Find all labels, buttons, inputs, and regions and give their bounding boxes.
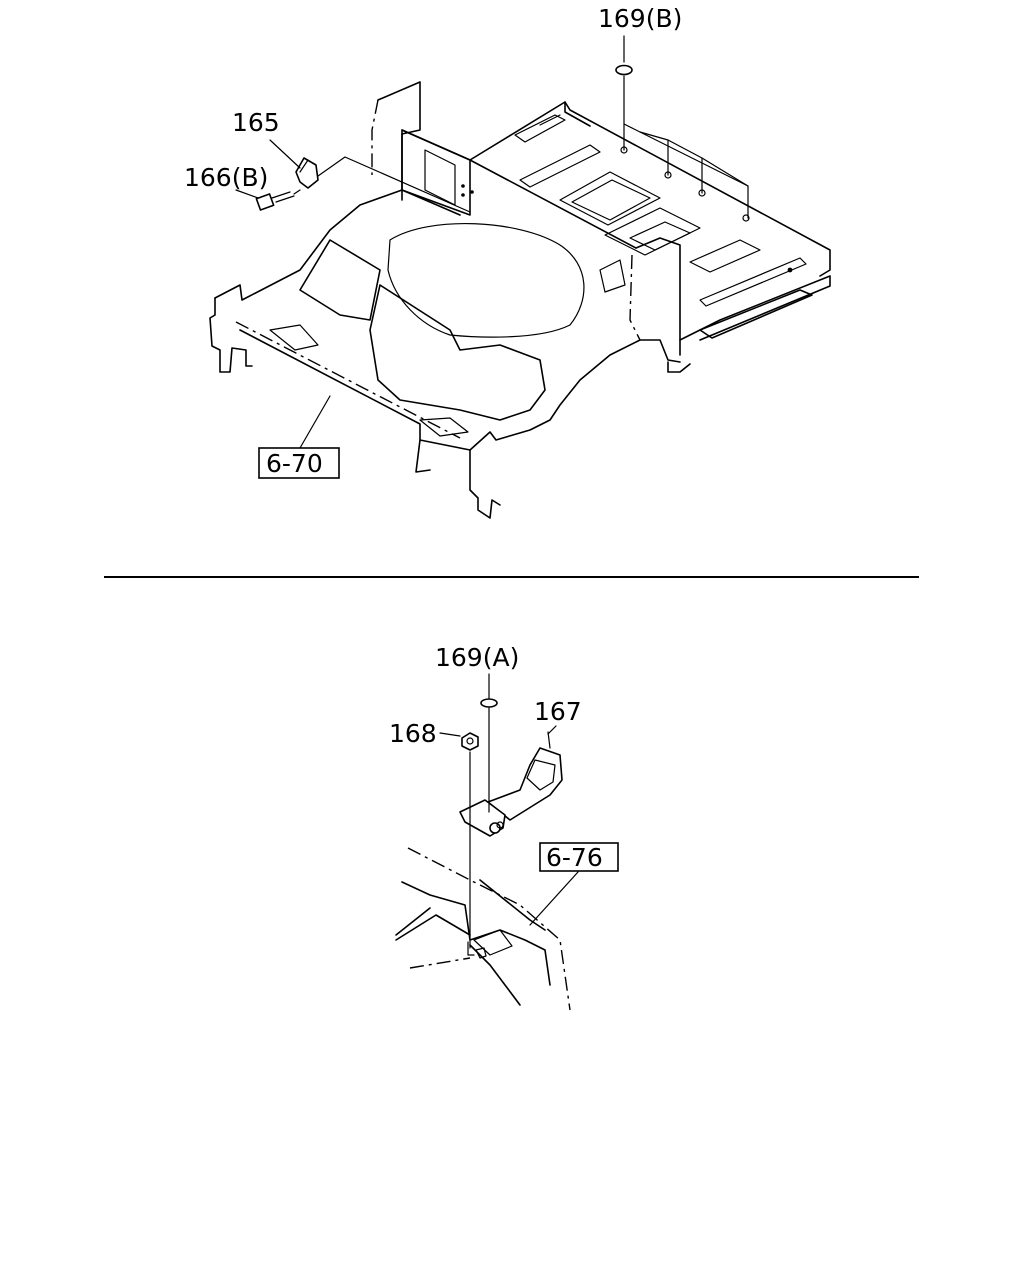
washer-169a [480,698,498,708]
callout-169b: 169(B) [598,4,682,33]
lower-floor-section [395,847,571,1011]
bracket-165 [295,156,471,213]
leader-168 [439,732,461,737]
leader-6-70 [299,395,331,449]
callout-169a: 169(A) [435,643,519,672]
ref-box-6-70 [258,447,340,479]
bolt-166b [255,189,301,211]
nut-168 [461,732,479,751]
leader-6-76 [529,871,579,926]
callout-167: 167 [534,697,582,726]
leader-166b [235,189,259,199]
ref-6-70: 6-70 [266,449,323,478]
ref-box-6-76 [539,842,619,872]
leader-165 [269,139,301,169]
washer-169b [615,64,633,76]
callout-166b: 166(B) [184,163,268,192]
leader-167 [547,725,557,735]
floor-panel-assembly [209,75,831,519]
callout-168: 168 [389,719,437,748]
callout-165: 165 [232,108,280,137]
ref-6-76: 6-76 [546,843,603,872]
strap-167 [459,731,563,837]
